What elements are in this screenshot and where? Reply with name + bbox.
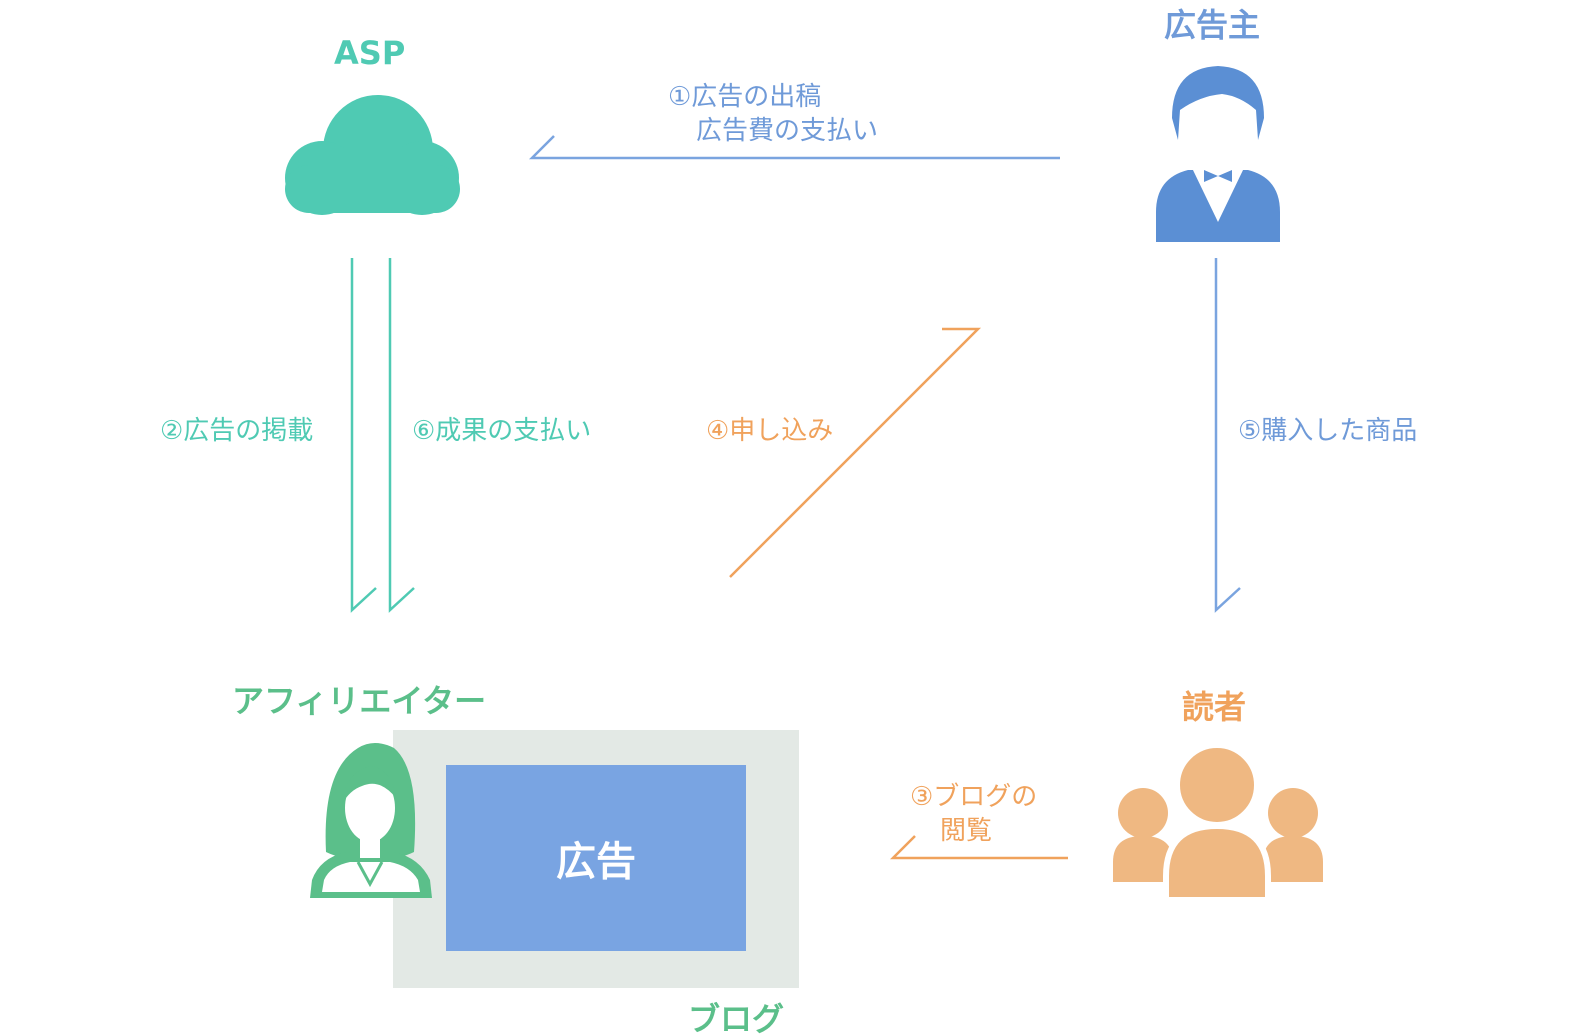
- arrow-step3: [889, 835, 1068, 860]
- people-group-icon: [1113, 742, 1323, 903]
- businessman-icon: [1156, 66, 1280, 242]
- cloud-icon: [285, 95, 460, 215]
- blog-title: ブログ: [688, 1000, 785, 1036]
- step3-label-line2: 閲覧: [940, 816, 993, 846]
- arrow-step2: [350, 258, 377, 613]
- advertiser-title: 広告主: [1164, 6, 1261, 44]
- affiliate-title: アフィリエイター: [232, 682, 487, 720]
- step1-label-line2: 広告費の支払い: [696, 116, 879, 146]
- step2-label: ②広告の掲載: [160, 416, 314, 446]
- step4-label: ④申し込み: [706, 416, 834, 446]
- arrow-step6: [388, 258, 415, 613]
- ad-label: 広告: [556, 839, 636, 885]
- woman-icon: [310, 743, 432, 898]
- arrow-step5: [1214, 258, 1241, 613]
- ad-box: 広告: [446, 765, 746, 951]
- arrow-step1: [528, 135, 1060, 160]
- arrow-step4: [729, 327, 982, 578]
- step5-label: ⑤購入した商品: [1238, 416, 1418, 446]
- asp-title: ASP: [334, 34, 406, 72]
- step6-label: ⑥成果の支払い: [412, 416, 592, 446]
- step3-label-line1: ③ブログの: [910, 782, 1038, 812]
- step1-label-line1: ①広告の出稿: [668, 82, 822, 112]
- reader-title: 読者: [1182, 688, 1247, 726]
